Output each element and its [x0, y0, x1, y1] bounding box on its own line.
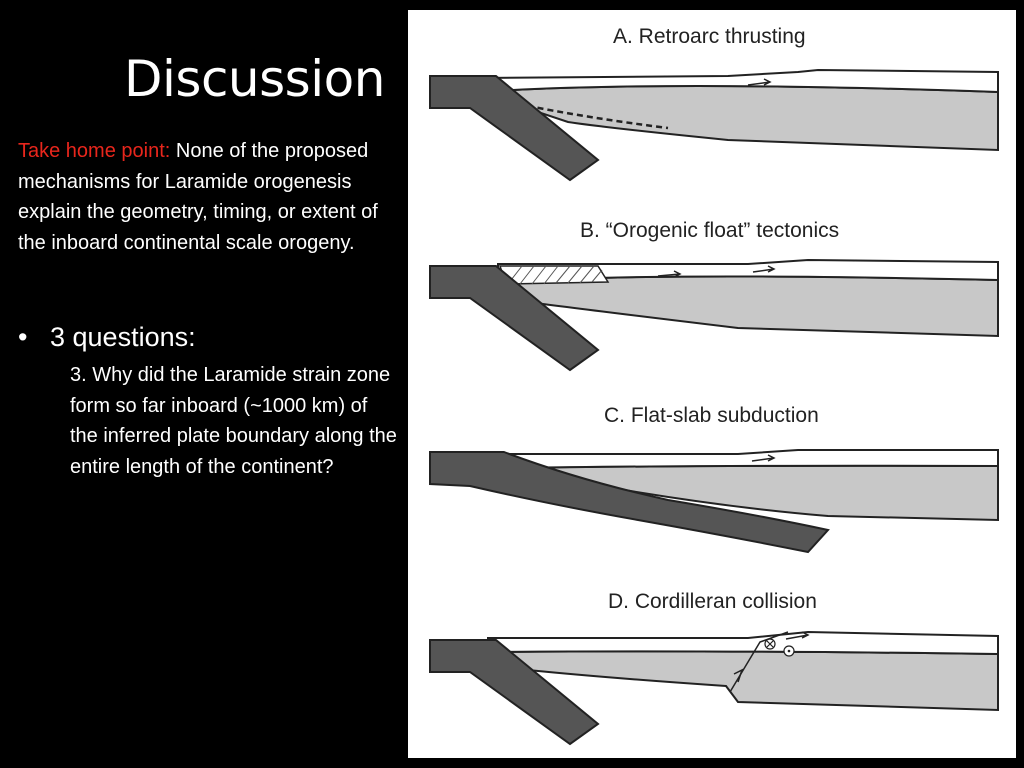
panel-b-arrow-2 [752, 265, 776, 273]
panel-a: A. Retroarc thrusting [429, 25, 999, 182]
take-home-label: Take home point: [18, 140, 171, 162]
bullet-marker: • [18, 322, 28, 352]
panel-d-arrow [785, 631, 810, 640]
panel-d-strike-slip-symbol-into [764, 638, 776, 650]
panel-c-arrow [751, 454, 776, 462]
take-home-text: None of the proposed mechanisms for Lara… [18, 140, 378, 254]
panel-b-title: B. “Orogenic float” tectonics [580, 219, 839, 242]
panel-d-fault-arrow [733, 668, 744, 683]
figure-canvas: A. Retroarc thrusting B. “Orogenic float… [429, 25, 999, 746]
tectonic-models-figure: A. Retroarc thrusting B. “Orogenic float… [408, 10, 1016, 758]
panel-d-slab [429, 639, 600, 746]
questions-heading: 3 questions: [50, 322, 196, 352]
panel-b-slab [429, 265, 600, 372]
panel-b: B. “Orogenic float” tectonics [429, 219, 999, 372]
panel-a-title: A. Retroarc thrusting [613, 25, 806, 48]
panel-a-slab [429, 75, 600, 182]
panel-b-lithosphere [494, 275, 999, 338]
panel-d-strike-slip-symbol-out [783, 645, 795, 657]
questions-bullet: • 3 questions: [18, 322, 196, 353]
panel-c-title: C. Flat-slab subduction [604, 404, 819, 427]
slide-title: Discussion [124, 50, 385, 108]
panel-d-crust [487, 630, 999, 656]
panel-d: D. Cordilleran collision [429, 590, 999, 746]
question-item: 3. Why did the Laramide strain zone form… [70, 364, 397, 479]
panel-b-arrow-1 [657, 270, 682, 278]
panel-c-crust [502, 449, 999, 470]
panel-a-arrow [747, 78, 772, 86]
panel-c: C. Flat-slab subduction [429, 404, 999, 554]
panel-c-flat-slab [429, 451, 830, 554]
panel-a-decollement [517, 102, 669, 130]
panel-a-crust [477, 68, 999, 94]
take-home-paragraph: Take home point: None of the proposed me… [18, 136, 402, 258]
panel-d-title: D. Cordilleran collision [608, 590, 817, 613]
